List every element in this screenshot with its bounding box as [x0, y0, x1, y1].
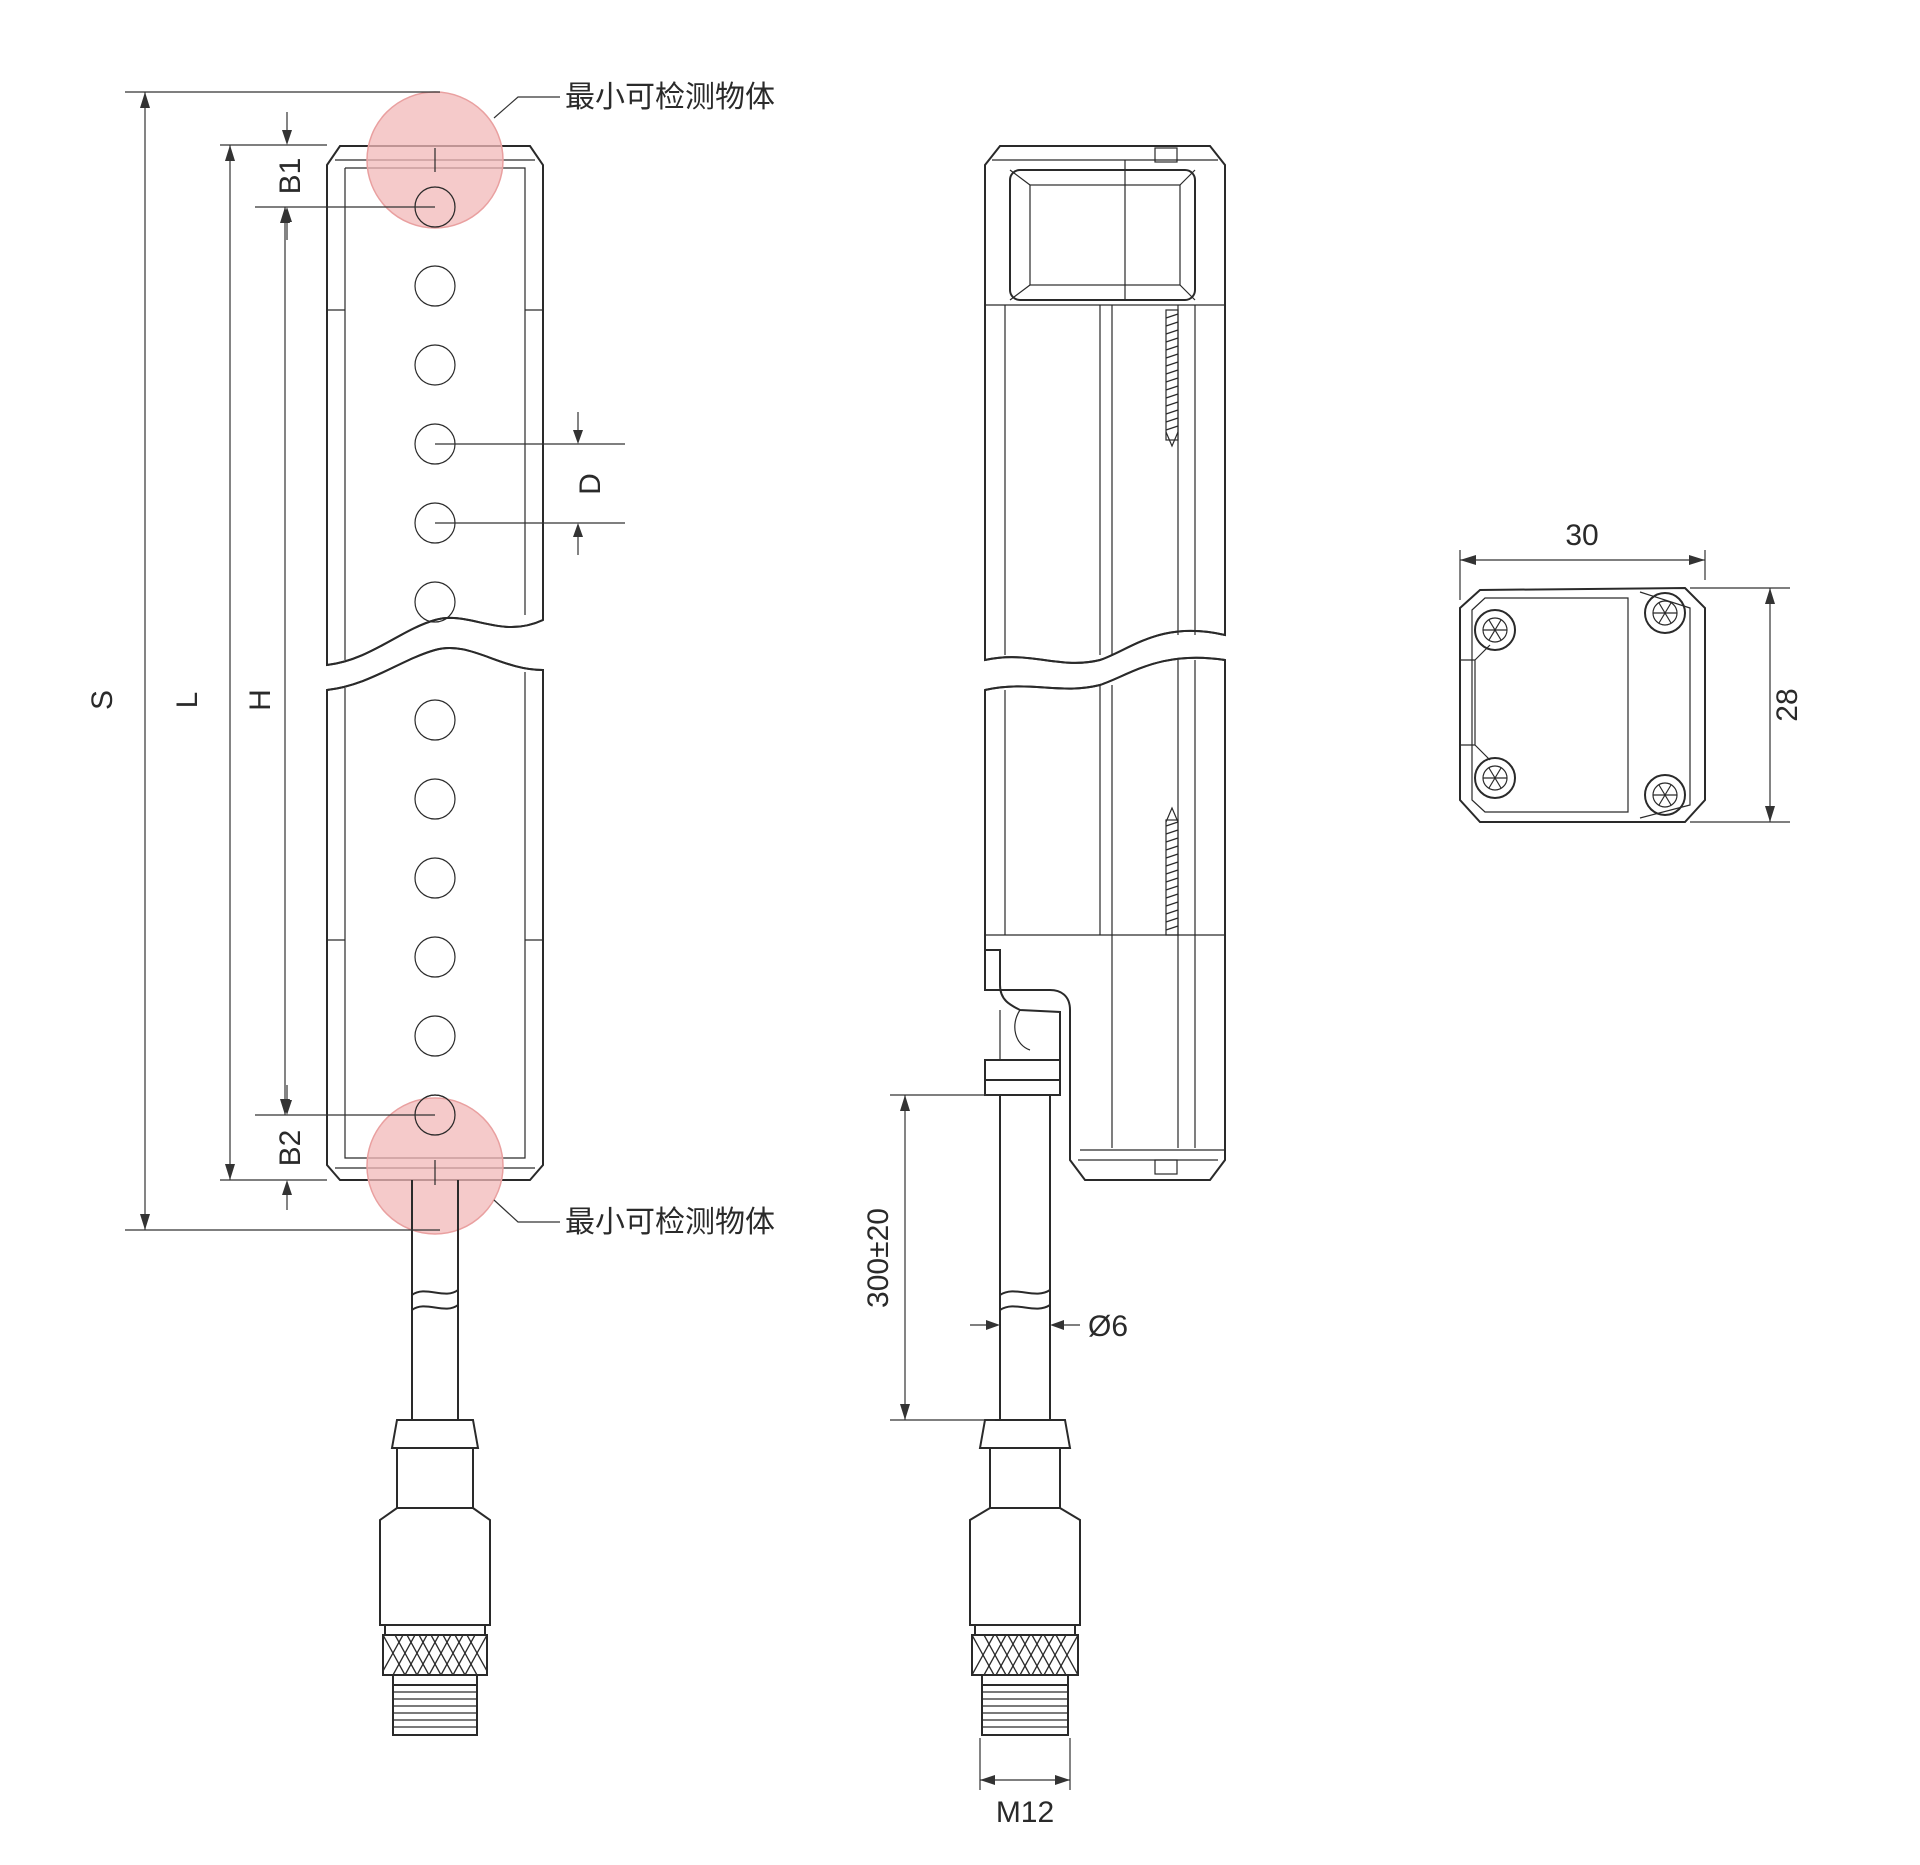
side-housing-upper: [984, 145, 1226, 664]
end-screw-icon-bottom-left: [1474, 757, 1516, 799]
side-cable-gland: [984, 949, 1061, 1096]
end-view: [1459, 550, 1790, 823]
min-object-label-top: 最小可检测物体: [565, 80, 775, 115]
dim-label-depth: 28: [1771, 688, 1804, 721]
dim-label-connector-thread: M12: [996, 1796, 1054, 1829]
front-dimensions: [125, 91, 625, 1231]
front-connector: [379, 1419, 491, 1736]
end-dimensions: [1459, 550, 1790, 823]
dim-label-D: D: [574, 473, 607, 495]
side-view: [890, 145, 1226, 1790]
side-spring-bottom: [1165, 806, 1179, 936]
side-housing-lower: [984, 656, 1226, 1181]
end-screw-icon-top-left: [1474, 609, 1516, 651]
end-screw-icon-top-right: [1644, 592, 1686, 634]
front-lens-holes: [414, 186, 456, 1136]
front-view: [125, 91, 625, 1736]
end-housing: [1459, 586, 1706, 823]
dim-label-cable-diameter: Ø6: [1088, 1310, 1128, 1343]
side-dimensions: [890, 1094, 1080, 1790]
min-object-label-bottom: 最小可检测物体: [565, 1205, 775, 1240]
dim-label-cable-length: 300±20: [862, 1208, 895, 1308]
front-cable: [411, 1180, 459, 1420]
side-connector: [969, 1419, 1081, 1736]
dim-label-B2: B2: [274, 1130, 307, 1167]
side-cable: [999, 1095, 1051, 1420]
dim-label-L: L: [171, 692, 204, 709]
side-spring-top: [1165, 309, 1179, 448]
dim-label-width: 30: [1565, 519, 1598, 552]
dim-label-B1: B1: [274, 158, 307, 195]
dim-label-H: H: [244, 689, 277, 711]
dim-label-S: S: [86, 690, 119, 710]
end-screw-icon-bottom-right: [1644, 774, 1686, 816]
